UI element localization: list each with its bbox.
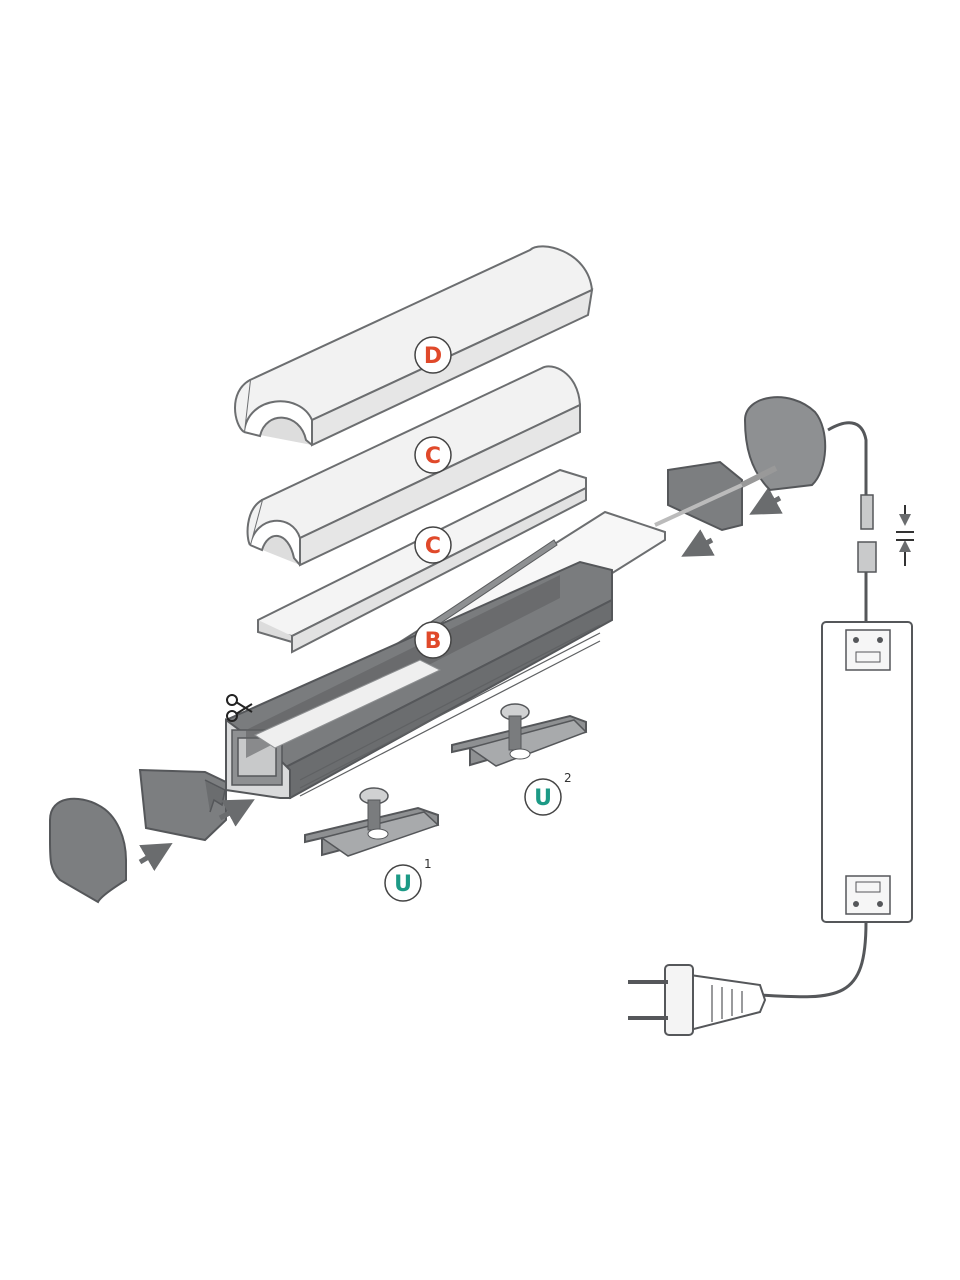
- mounting-clip-1: [304, 787, 440, 857]
- label-b: B: [414, 621, 452, 659]
- scissors-icon: [226, 694, 253, 722]
- label-d: D: [414, 336, 452, 374]
- arrow-left-icon: [749, 487, 783, 515]
- arrow-left-icon: [681, 529, 715, 557]
- end-cap-power: [654, 396, 877, 622]
- svg-text:U: U: [534, 786, 552, 811]
- end-cap-round: [49, 797, 127, 904]
- aluminium-profile: [225, 560, 613, 800]
- end-cap-flat: [138, 768, 227, 842]
- label-c-round: C: [414, 436, 452, 474]
- arrow-right-icon: [218, 799, 255, 827]
- svg-text:D: D: [424, 344, 442, 369]
- label-u1: U 1: [384, 857, 432, 902]
- svg-text:1: 1: [424, 857, 432, 871]
- label-c-flat: C: [414, 526, 452, 564]
- cover-round-large: [234, 245, 594, 447]
- svg-text:C: C: [425, 534, 441, 559]
- mains-plug: [628, 964, 767, 1036]
- svg-text:B: B: [425, 629, 442, 654]
- power-supply: [759, 621, 913, 999]
- svg-text:2: 2: [564, 771, 572, 785]
- arrow-right-icon: [138, 842, 173, 872]
- mounting-clip-2: [451, 703, 588, 767]
- svg-text:U: U: [394, 872, 412, 897]
- svg-text:C: C: [425, 444, 441, 469]
- label-u2: U 2: [524, 771, 572, 816]
